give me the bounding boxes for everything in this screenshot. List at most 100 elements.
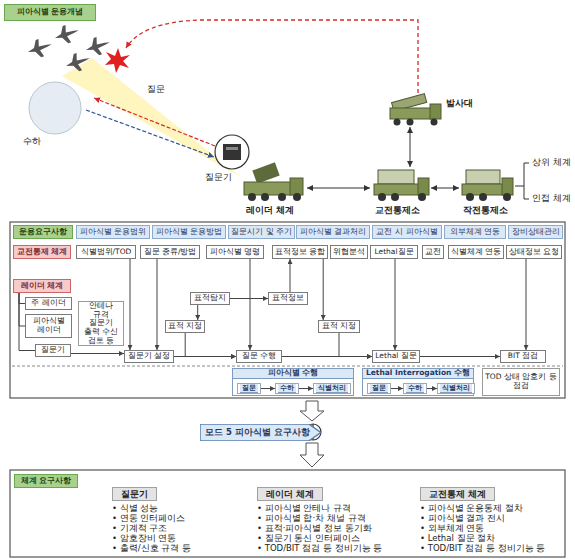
node-label: Lethal질문 [374,248,413,257]
interrogator-icon [215,135,249,169]
node-label: 장비상태관리 [512,227,560,236]
node-label: 피아식별 운용방법 [156,227,223,236]
section-tab: 운용요구사항 [13,225,73,239]
node-label: 표적 지정 [168,322,202,331]
requirement-tab: 외부체계 연동 [444,225,506,239]
flow-connector [185,333,236,357]
list-item: • 질문기 통신 인터페이스 [257,533,360,543]
node-label: 위협분석 [333,248,365,257]
node-label: 표적정보 [272,294,304,303]
illustration-label: 교전통제소 [374,205,421,216]
bracket [515,163,529,199]
arrow-shape [200,424,321,441]
flow-connector [427,388,437,389]
node-label: 표적탐지 [194,294,226,303]
function-box: 표적정보 융합 [272,245,328,259]
illustration-label: 질문 [146,84,166,95]
function-box: 표적탐지 [190,292,230,305]
list-item: • 외부체계 연동 [420,523,484,533]
section-tab: 체계 요구사항 [14,474,78,488]
requirement-column: 레이더 체계• 피아식별 안테나 규격• 피아식별 합·차 채널 규격• 표적·… [255,487,405,553]
illustration-label: 발사대 [445,98,474,109]
function-box: 표적 지정 [165,320,205,333]
function-box: 식별체계 연동 [448,245,504,259]
node-label: 질문 수행 [242,352,276,361]
requirement-tab: 피아식별 결과처리 [296,225,370,239]
node-label: 레이더 체계 [21,282,64,291]
requirement-column: 질문기• 식별 성능• 연동 인터페이스• 기계적 구조• 암호장비 연동• 출… [110,487,235,553]
list-item: • Lethal 질문 절차 [420,533,495,543]
radar-beam [62,58,242,178]
data-link [410,127,411,167]
step-box: 질문 [367,383,391,394]
section-tab: 피아식별 운용개념 [4,4,96,21]
flow-connector [323,259,324,320]
flow-connector [420,356,500,357]
step-box: 식별처리 [313,383,351,394]
step-box: 질문 [237,383,261,394]
node-label: 식별처리 [316,384,348,393]
step-box: 수하 [275,383,299,394]
illustration-label: 질문기 [204,172,233,183]
procedure-box: Lethal Interrogation 수행질문 수하 식별처리 [362,368,474,396]
list-item: • 피아식별 안테나 규격 [257,503,351,513]
function-box: 표적 지정 [318,320,360,333]
note-box: TOD 상태 암호키 등 점검 [482,368,560,396]
flow-connector [395,259,396,350]
function-box: 위협분석 [330,245,368,259]
operations-control-vehicle [462,170,513,201]
node-label: 표적정보 융합 [275,248,325,257]
node-label: 질문 [370,384,388,393]
flow-connector [282,356,372,357]
list-item: • 피아식별 합·차 채널 규격 [257,513,366,523]
node-label: 피아식별 레이더 [28,317,69,334]
list-item: • 표적·피아식별 정보 동기화 [257,523,372,533]
flow-connector [339,333,372,357]
node-label: 운용요구사항 [19,228,67,237]
function-box: Lethal 질문 [372,350,420,363]
node-label: 질문기 설정 [128,352,170,361]
procedure-box: 피아식별 수행질문수하식별처리 [232,368,354,396]
node-label: 피아식별 결과처리 [300,227,367,236]
node-label: 체계 요구사항 [21,477,72,486]
illustration-label: 수하 [22,136,42,147]
function-box: BIT 점검 [500,350,546,363]
step-box: 수하 [403,383,427,394]
flow-connector [391,388,403,389]
note-box: 안테나 규격 질문기 출력 수신 검토 등 [78,301,124,346]
function-box: 상태정보 요청 [506,245,562,259]
flow-connector [230,298,268,299]
node-label: 피아식별 명령 [210,248,260,257]
node-label: 수하 [278,384,296,393]
flow-connector [157,259,158,350]
requirement-tab: 피아식별 운용방법 [152,225,226,239]
node-label: BIT 점검 [508,352,538,361]
node-label: 질문 [240,384,258,393]
flow-connector [130,259,131,350]
list-item: • TOD/BIT 점검 등 정비기능 등 [257,543,382,553]
step-box: 식별처리 [437,383,475,394]
node-label: Lethal Interrogation 수행 [363,369,473,379]
function-box: 식별범위/TOD [76,245,136,259]
node-label: TOD 상태 암호키 등 점검 [485,373,557,390]
flow-connector [526,259,527,350]
node-label: 교전통제 체계 [420,487,495,501]
down-arrow [300,401,324,421]
node-label: 질문기 [41,346,65,355]
flow-connector [299,388,313,389]
flow-connector [174,356,236,357]
list-item: • 연동 인터페이스 [112,513,185,523]
list-item: • 피아식별 결과 전시 [420,513,505,523]
node-label: Lethal 질문 [375,352,416,361]
requirement-tab: 장비상태관리 [508,225,563,239]
requirement-column: 교전통제 체계 • 피아식별 운용통제 절차• 피아식별 결과 전시• 외부체계 … [418,487,564,553]
node-label: 수하 [406,384,424,393]
flow-connector [290,259,291,292]
list-item: • 피아식별 운용통제 절차 [420,503,523,513]
node-label: 식별범위/TOD [81,248,132,257]
fighter-jets [25,22,112,75]
engagement-control-vehicle [374,170,429,201]
hit-flash [105,48,130,73]
missile-path [126,20,418,100]
node-label: 교전통제 체계 [17,248,68,257]
